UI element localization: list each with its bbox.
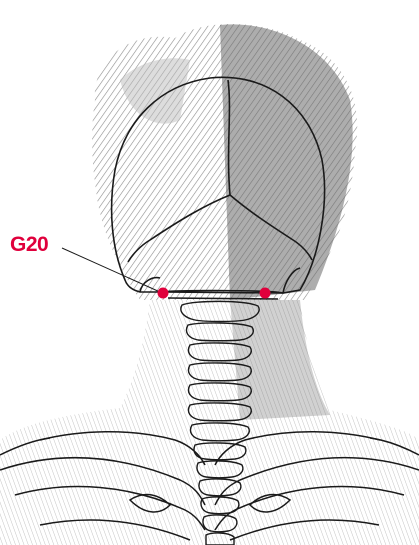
- acupoint-right: [260, 288, 271, 299]
- hair-shading: [92, 24, 357, 300]
- acupoint-left: [158, 288, 169, 299]
- point-label: G20: [10, 233, 48, 257]
